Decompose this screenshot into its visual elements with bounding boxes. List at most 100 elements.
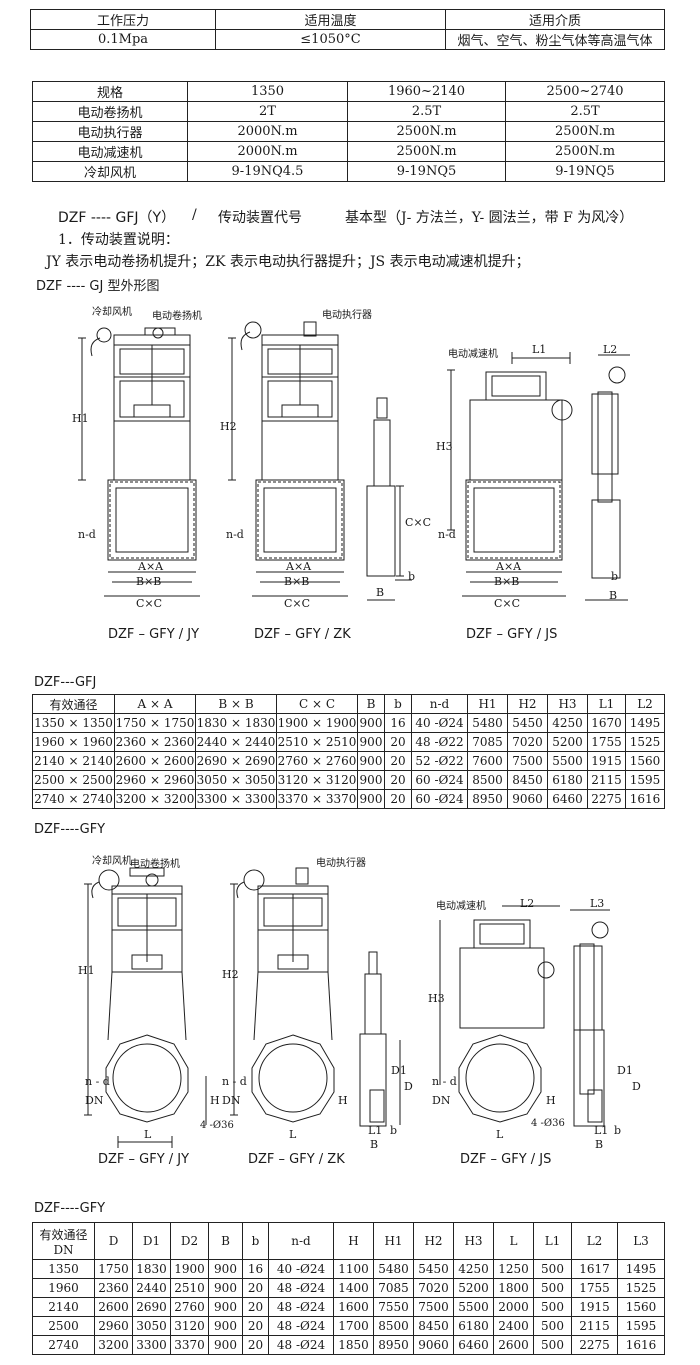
label-l1-js: L1 <box>594 1124 609 1137</box>
table-cell: 1900 × 1900 <box>276 713 358 733</box>
table-cell: 烟气、空气、粉尘气体等高温气体 <box>445 29 665 50</box>
label-b-small-js: b <box>611 570 619 583</box>
table-cell: 48 -Ø24 <box>268 1278 334 1298</box>
table-cell: 1750 <box>94 1259 133 1279</box>
label-l-zk: L <box>289 1128 297 1141</box>
caption-gfy-js-2: DZF – GFY / JS <box>460 1152 552 1167</box>
table-cell: 0.1Mpa <box>30 29 216 50</box>
label-h1: H1 <box>72 412 89 425</box>
label-d1-side: D1 <box>391 1064 407 1077</box>
table-cell: 1915 <box>571 1297 618 1317</box>
caption-gfy-jy-2: DZF – GFY / JY <box>98 1152 190 1167</box>
table-cell: 8950 <box>467 789 508 809</box>
label-dn-2a: DN <box>222 1094 241 1107</box>
label-nd-zk: n-d <box>226 528 244 541</box>
label-cooling-fan: 冷却风机 <box>92 307 132 318</box>
table-cell: 9060 <box>507 789 548 809</box>
label-h-zk: H <box>338 1094 348 1107</box>
drive-code-label: 传动装置代号 <box>218 210 302 226</box>
label-b-big-side: B <box>376 586 385 599</box>
table-cell: 1830 × 1830 <box>195 713 277 733</box>
label-nd-jy: n-d <box>78 528 96 541</box>
table-cell: 1616 <box>617 1335 665 1355</box>
table-cell: 1830 <box>132 1259 171 1279</box>
drawing-gfy-round-js-side <box>570 909 610 1127</box>
table-cell: 20 <box>384 789 412 809</box>
label-b-js-2: B <box>595 1138 604 1151</box>
table-header-cell: b <box>242 1222 269 1260</box>
table-header-cell: D <box>94 1222 133 1260</box>
table-cell: 1595 <box>617 1316 665 1336</box>
table-cell: 2500 <box>32 1316 95 1336</box>
label-nd-2c: n - d <box>432 1075 457 1088</box>
table-cell: 2510 <box>170 1278 209 1298</box>
label-h2-2: H2 <box>222 968 239 981</box>
table-cell: 3370 × 3370 <box>276 789 358 809</box>
drawing-gfy-jy <box>78 327 200 597</box>
table-cell: 2690 <box>132 1297 171 1317</box>
label-cxc-jy: C×C <box>136 597 163 610</box>
table-cell: 3370 <box>170 1335 209 1355</box>
label-h3-2: H3 <box>428 992 445 1005</box>
table-header-cell: H2 <box>507 694 548 714</box>
label-cooling-fan-2: 冷却风机 <box>92 856 132 867</box>
label-l-jy: L <box>144 1128 152 1141</box>
table-cell: 500 <box>533 1297 572 1317</box>
table-cell: 1400 <box>333 1278 374 1298</box>
table-cell: 40 -Ø24 <box>411 713 468 733</box>
label-actuator: 电动执行器 <box>322 310 372 321</box>
table-cell: 9-19NQ5 <box>505 161 665 182</box>
table-cell: 2960 <box>94 1316 133 1336</box>
drive-note-text: JY 表示电动卷扬机提升；ZK 表示电动执行器提升；JS 表示电动减速机提升； <box>46 254 530 270</box>
label-nd-2a: n - d <box>222 1075 247 1088</box>
table-cell: 7085 <box>373 1278 414 1298</box>
table-cell: 6180 <box>453 1316 494 1336</box>
table-cell: 2.5T <box>347 101 506 122</box>
table-header-cell: H3 <box>547 694 588 714</box>
table-cell: 900 <box>357 713 385 733</box>
label-d-js: D <box>632 1080 641 1093</box>
table-cell: 3120 × 3120 <box>276 770 358 790</box>
table-cell: 2440 <box>132 1278 171 1298</box>
table-cell: 20 <box>242 1278 269 1298</box>
table-cell: 2275 <box>587 789 626 809</box>
table-cell: 3300 <box>132 1335 171 1355</box>
table-cell: 900 <box>208 1259 243 1279</box>
drawing-gfy-round-jy <box>84 867 207 1148</box>
label-d-side: D <box>404 1080 413 1093</box>
table-cell: 1755 <box>571 1278 618 1298</box>
table-cell: 4250 <box>453 1259 494 1279</box>
table-cell: 2740 × 2740 <box>32 789 115 809</box>
table-header-cell: H <box>333 1222 374 1260</box>
label-holes-1: 4 -Ø36 <box>200 1120 234 1131</box>
label-reducer: 电动减速机 <box>448 349 498 360</box>
table-cell: 900 <box>208 1335 243 1355</box>
table-cell: 5200 <box>453 1278 494 1298</box>
label-bxb-jy: B×B <box>136 575 162 588</box>
table-cell: 9-19NQ5 <box>347 161 506 182</box>
table-cell: 900 <box>357 789 385 809</box>
table-cell: 900 <box>208 1316 243 1336</box>
table-cell: 3200 <box>94 1335 133 1355</box>
table-cell: 16 <box>384 713 412 733</box>
label-b-small-side-2: b <box>390 1124 398 1137</box>
table-header-cell: L3 <box>617 1222 665 1260</box>
table-cell: 60 -Ø24 <box>411 789 468 809</box>
label-h2: H2 <box>220 420 237 433</box>
label-h1-2: H1 <box>78 964 95 977</box>
table-cell: 1755 <box>587 732 626 752</box>
label-l2-2: L2 <box>520 897 535 910</box>
table-cell: 2140 <box>32 1297 95 1317</box>
table-cell: 1700 <box>333 1316 374 1336</box>
table-cell: 1670 <box>587 713 626 733</box>
